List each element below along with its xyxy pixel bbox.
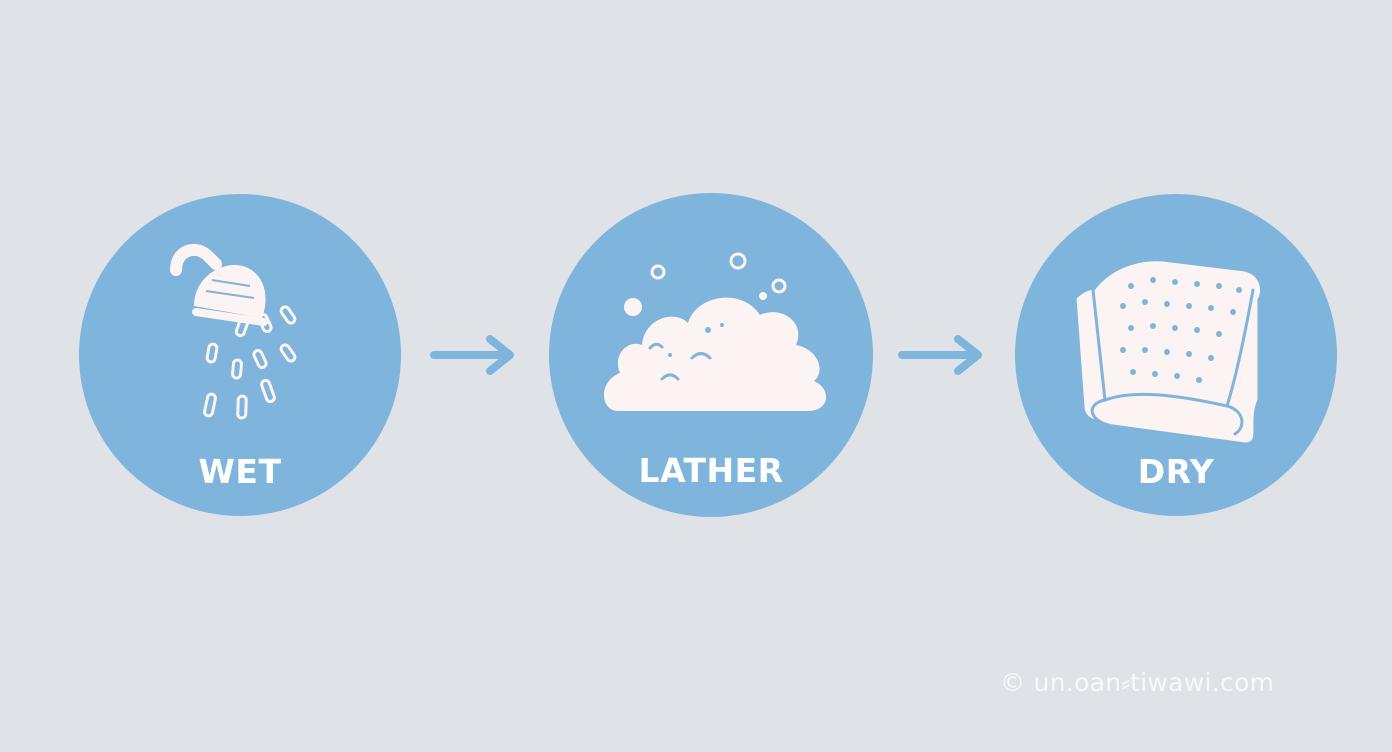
step-lather: LATHER	[546, 193, 876, 517]
arrow-right-icon	[430, 335, 514, 375]
step-wet: WET	[78, 194, 402, 516]
towel-icon	[1015, 194, 1337, 516]
step-label-dry: DRY	[1137, 452, 1215, 491]
soap-foam-icon	[549, 193, 873, 517]
arrow-right-icon	[898, 335, 982, 375]
step-label-lather: LATHER	[638, 451, 784, 490]
step-label-wet: WET	[198, 452, 282, 491]
shower-head-icon	[79, 194, 401, 516]
watermark: © un.oan⸗tiwawi.com	[1000, 668, 1275, 697]
step-dry: DRY	[1013, 194, 1339, 516]
